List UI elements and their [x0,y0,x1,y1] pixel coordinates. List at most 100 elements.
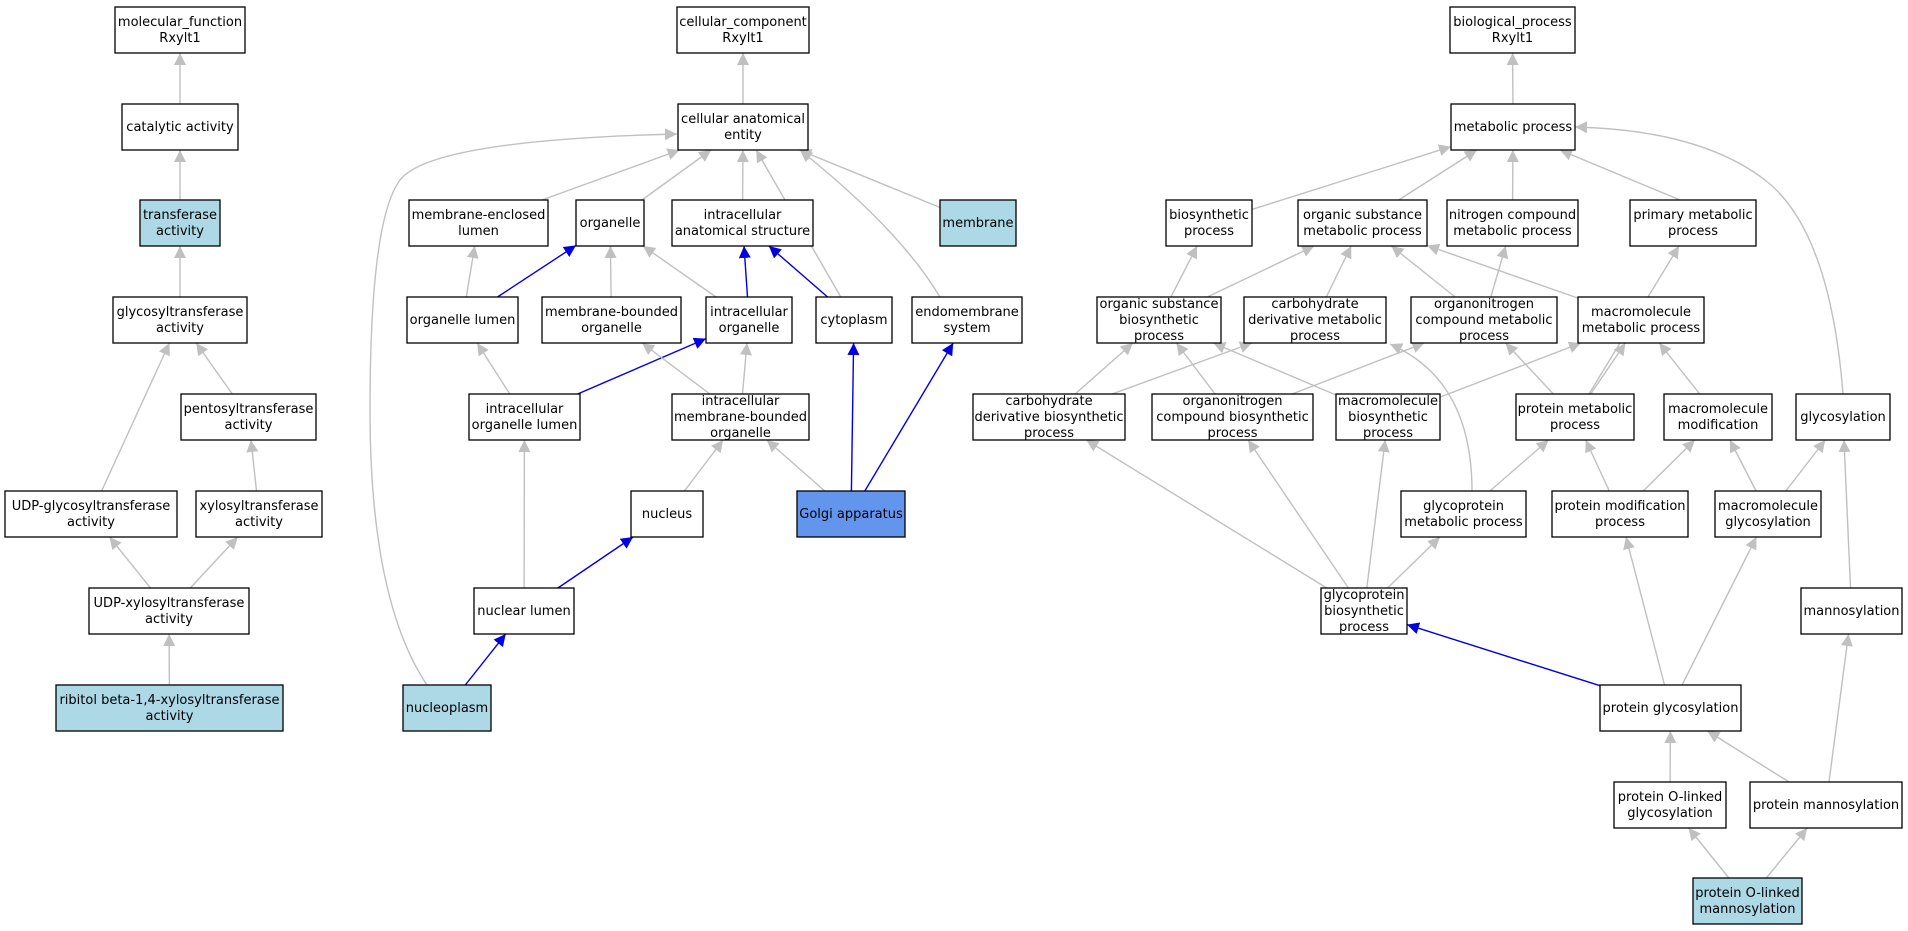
term-label-line: process [1290,329,1340,344]
term-node-organelle_lumen[interactable]: organelle lumen [406,296,519,344]
term-box [473,587,575,635]
term-label-line: biosynthetic [1169,208,1249,223]
term-node-catalytic[interactable]: catalytic activity [121,103,239,151]
term-node-organelle[interactable]: organelle [575,199,645,247]
term-label-line: Golgi apparatus [799,507,903,522]
term-label-line: activity [156,224,204,239]
edge-mm-to-mmp [1658,342,1701,395]
term-node-mannosylation[interactable]: mannosylation [1800,587,1903,635]
edge-gbp-to-gmp [1387,536,1441,589]
term-box [575,199,645,247]
edge-pmp-to-metabolic [1559,149,1681,201]
term-label-line: macromolecule [1668,402,1768,417]
term-label-line: catalytic activity [126,120,234,135]
term-node-nucleus[interactable]: nucleus [630,490,704,538]
term-node-nuclear_lumen[interactable]: nuclear lumen [473,587,575,635]
term-label-line: protein O-linked [1695,886,1799,901]
edge-golgi-to-endomembrane [864,342,954,492]
edge-biosynthetic-to-metabolic [1251,144,1452,211]
term-label-line: process [1668,224,1718,239]
term-box [1515,393,1635,441]
term-node-metabolic[interactable]: metabolic process [1450,103,1576,151]
term-node-pg[interactable]: protein glycosylation [1599,684,1742,732]
term-label-line: process [1459,329,1509,344]
term-label-line: macromolecule [1591,305,1691,320]
term-label-line: cellular anatomical [681,112,805,127]
term-node-golgi[interactable]: Golgi apparatus [796,490,906,538]
term-label-line: derivative biosynthetic [974,410,1123,425]
edge-ocbp-to-osbp [1175,342,1216,395]
term-box [1320,587,1408,635]
term-box [1613,781,1727,829]
term-box [677,103,809,151]
term-box [88,587,250,635]
term-label-line: nucleoplasm [406,701,488,716]
edge-golgi-to-imbo [766,439,826,492]
edge-osmp-to-metabolic [1398,149,1478,201]
term-label-line: nucleus [642,507,692,522]
term-label-line: metabolic process [1303,224,1422,239]
term-node-pman[interactable]: protein mannosylation [1749,781,1903,829]
term-box [1096,296,1222,344]
term-box [1449,6,1576,54]
term-label-line: organic substance [1303,208,1422,223]
term-node-nucleoplasm[interactable]: nucleoplasm [402,684,492,732]
edge-golgi-to-cytoplasm [847,342,860,492]
term-node-membrane[interactable]: membrane [939,199,1017,247]
term-node-cytoplasm[interactable]: cytoplasm [815,296,893,344]
term-label-line: glycosylation [1725,515,1811,530]
term-label-line: cytoplasm [820,313,887,328]
term-node-ribitol[interactable]: ribitol beta-1,4-xylosyltransferaseactiv… [55,684,284,732]
term-label-line: mannosylation [1803,604,1899,619]
edge-gbp-to-cdbp [1085,439,1328,589]
term-label-line: protein mannosylation [1753,798,1899,813]
term-label-line: process [1339,620,1389,635]
term-label-line: protein metabolic [1518,402,1633,417]
term-label-line: process [1184,224,1234,239]
term-box [541,296,682,344]
term-node-glycosylation[interactable]: glycosylation [1795,393,1891,441]
term-box [671,199,814,247]
term-label-line: activity [146,709,194,724]
term-label-line: organelle lumen [410,313,516,328]
term-label-line: compound biosynthetic [1156,410,1309,425]
edge-mbp-to-osbp [1213,342,1337,396]
edge-mbo-to-organelle [604,245,617,298]
